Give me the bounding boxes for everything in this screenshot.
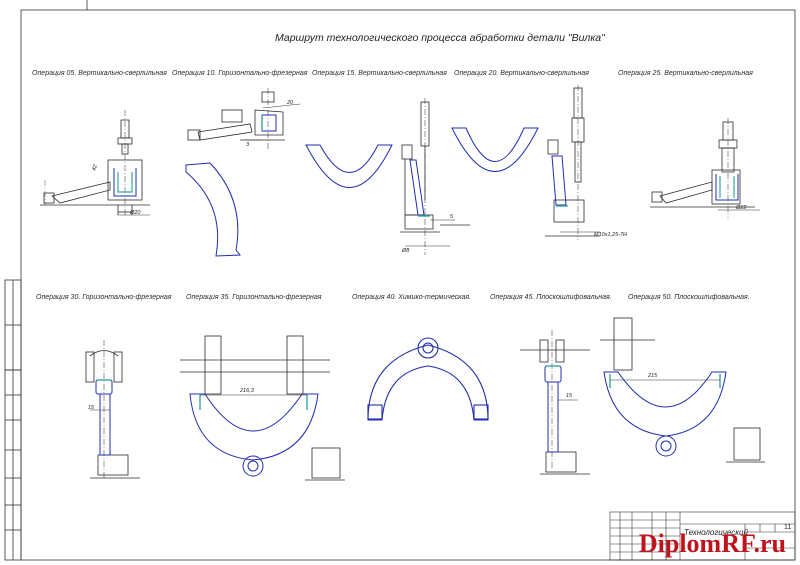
- title-block: [609, 511, 796, 561]
- op10-sketch: [187, 88, 285, 150]
- dimension-d3: 3: [246, 142, 250, 148]
- operation-15-label: Операция 15. Вертикально-сверлильная: [312, 70, 447, 77]
- operation-20-label: Операция 20. Вертикально-сверлильная: [454, 70, 589, 77]
- title-block-sheet-count: 11: [784, 524, 792, 531]
- dimension-d5: 5: [450, 214, 454, 220]
- op45-workpiece: [544, 365, 562, 453]
- op45-sketch: [520, 330, 590, 475]
- op15-sketch: [400, 98, 470, 255]
- operation-35-label: Операция 35. Горизонтально-фрезерная: [186, 294, 322, 301]
- title-block-name: Технологический: [684, 528, 748, 537]
- operation-05-label: Операция 05. Вертикально-сверлильная: [32, 70, 167, 77]
- op25-sketch: [650, 118, 755, 218]
- dimension-d11: 215: [648, 373, 658, 379]
- operation-45-label: Операция 45. Плоскошлифовальная.: [490, 294, 612, 301]
- dimension-d9: 216,3: [240, 388, 254, 394]
- op30-workpiece: [95, 379, 113, 456]
- op50-workpiece: [603, 371, 727, 457]
- drawing-title: Маршрут технологического процесса абрабо…: [275, 32, 605, 44]
- operation-30-label: Операция 30. Горизонтально-фрезерная: [36, 294, 172, 301]
- dimension-d2: 20: [287, 100, 294, 106]
- dimension-d4: Ø8: [402, 248, 410, 254]
- op35-workpiece: [189, 393, 319, 477]
- operation-10-label: Операция 10. Горизонтально-фрезерная: [172, 70, 308, 77]
- op50-sketch: [600, 317, 765, 463]
- op35-sketch: [180, 335, 345, 481]
- op40-workpiece: [367, 337, 489, 421]
- op20-workpiece: [451, 127, 568, 207]
- dimension-lines: [90, 103, 760, 411]
- dimension-d8: 15: [88, 405, 95, 411]
- watermark-logo: DiplomRF.ru: [638, 529, 786, 558]
- op20-sketch: [545, 85, 600, 240]
- drawing-frame: [4, 0, 796, 561]
- dimension-d6: M10x1,25-7H: [594, 232, 628, 238]
- operation-50-label: Операция 50. Плоскошлифовальная.: [628, 294, 750, 301]
- operation-25-label: Операция 25. Вертикально-сверлильная: [618, 70, 753, 77]
- op10-workpiece: [185, 114, 277, 257]
- op25-workpiece: [715, 174, 739, 201]
- operation-40-label: Операция 40. Химико-термическая.: [352, 294, 472, 301]
- dimension-d1: Ø20: [130, 210, 141, 216]
- op05-workpiece: [113, 168, 137, 197]
- dimension-d10: 15: [566, 393, 573, 399]
- op15-workpiece: [305, 144, 430, 217]
- dimension-d7: Ø22: [736, 205, 747, 211]
- op05-sketch: [40, 110, 150, 215]
